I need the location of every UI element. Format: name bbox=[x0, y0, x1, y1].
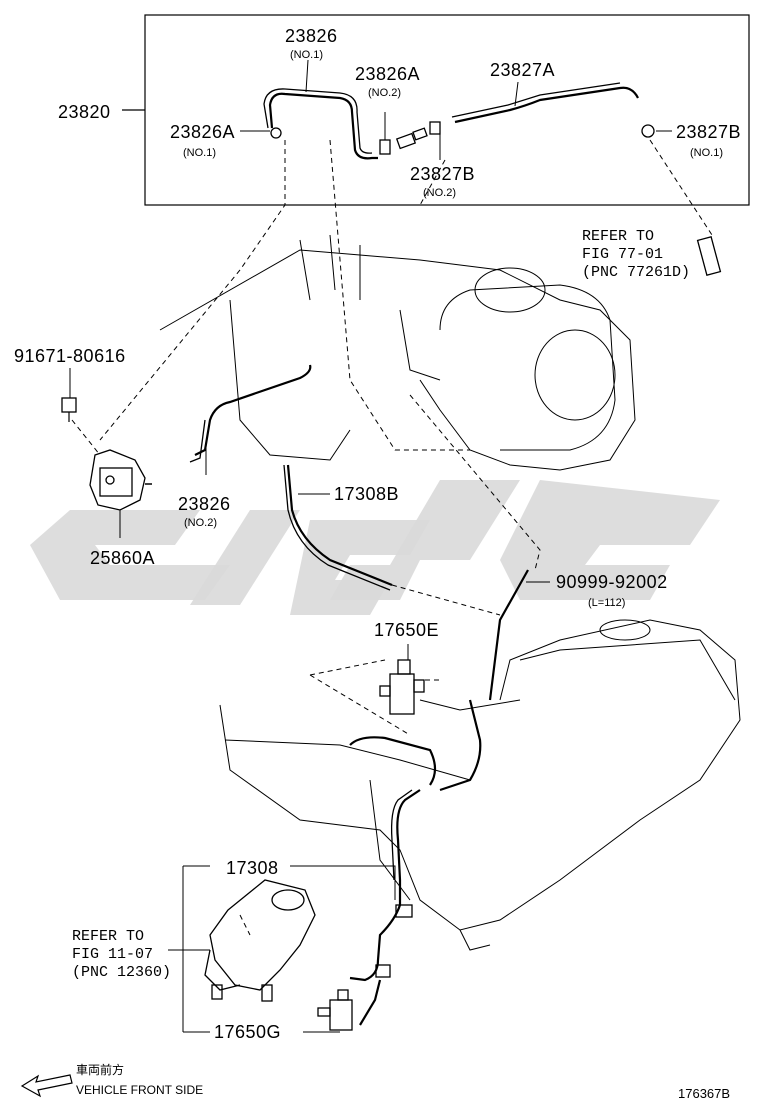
label-23826a-no1: 23826A bbox=[170, 122, 235, 142]
label-23826-no2: 23826 bbox=[178, 494, 231, 514]
vsv-17650g bbox=[317, 989, 353, 1031]
label-23826a-no1-sub: (NO.1) bbox=[183, 147, 216, 159]
label-23827b-no1-sub: (NO.1) bbox=[690, 147, 723, 159]
refer-bottom-line1: REFER TO bbox=[72, 928, 144, 945]
label-23827b-no2: 23827B bbox=[410, 164, 475, 184]
label-23826a-no2: 23826A bbox=[355, 64, 420, 84]
front-label-en: VEHICLE FRONT SIDE bbox=[76, 1083, 203, 1097]
refer-bottom-line3: (PNC 12360) bbox=[72, 964, 171, 981]
clip-23827b-no1 bbox=[641, 124, 672, 138]
label-23826-no1-sub: (NO.1) bbox=[290, 49, 323, 61]
refer-bottom-line2: FIG 11-07 bbox=[72, 946, 153, 963]
label-91671-80616: 91671-80616 bbox=[14, 346, 126, 366]
front-direction-arrow-icon bbox=[20, 1074, 73, 1098]
front-label-jp: 車両前方 bbox=[76, 1062, 124, 1077]
hose-17308 bbox=[349, 789, 421, 982]
hose-23827a bbox=[454, 86, 639, 124]
pipe-stub-77261d bbox=[696, 236, 722, 276]
bolt-91671-80616 bbox=[61, 368, 101, 456]
label-23827b-no2-sub: (NO.2) bbox=[423, 187, 456, 199]
label-23826a-no2-sub: (NO.2) bbox=[368, 87, 401, 99]
vsv-17650e bbox=[309, 644, 440, 736]
label-23826-no2-sub: (NO.2) bbox=[184, 517, 217, 529]
refer-top-line3: (PNC 77261D) bbox=[582, 264, 690, 281]
label-17650g: 17650G bbox=[214, 1022, 281, 1042]
vsv-25860a bbox=[89, 449, 152, 538]
hose-90999-92002 bbox=[488, 569, 529, 701]
canister-17308 bbox=[204, 879, 316, 1002]
bracket-lines bbox=[168, 865, 396, 1033]
connector-joint bbox=[395, 127, 428, 150]
refer-top-line1: REFER TO bbox=[582, 228, 654, 245]
label-17308b: 17308B bbox=[334, 484, 399, 504]
hose-23826-no1 bbox=[268, 92, 378, 160]
watermark-logo bbox=[30, 480, 720, 615]
hose-lower-b bbox=[349, 736, 437, 786]
label-23827a: 23827A bbox=[490, 60, 555, 80]
label-90999-92002: 90999-92002 bbox=[556, 572, 668, 592]
label-17308: 17308 bbox=[226, 858, 279, 878]
label-90999-92002-sub: (L=112) bbox=[588, 597, 625, 609]
clip-23826a-no1 bbox=[240, 127, 282, 139]
clip-23826a-no2 bbox=[379, 112, 391, 155]
hose-lower-a bbox=[439, 699, 482, 792]
figure-id: 176367B bbox=[678, 1086, 730, 1101]
clip-23827b-no2 bbox=[429, 121, 441, 160]
intake-manifold-outline bbox=[219, 619, 741, 951]
engine-outline bbox=[159, 234, 636, 471]
hose-23826-no2 bbox=[194, 364, 312, 456]
label-25860a: 25860A bbox=[90, 548, 155, 568]
label-23827b-no1: 23827B bbox=[676, 122, 741, 142]
refer-top-line2: FIG 77-01 bbox=[582, 246, 663, 263]
label-23820: 23820 bbox=[58, 102, 111, 122]
label-17650e: 17650E bbox=[374, 620, 439, 640]
label-23826-no1: 23826 bbox=[285, 26, 338, 46]
hose-17308b bbox=[286, 464, 393, 587]
